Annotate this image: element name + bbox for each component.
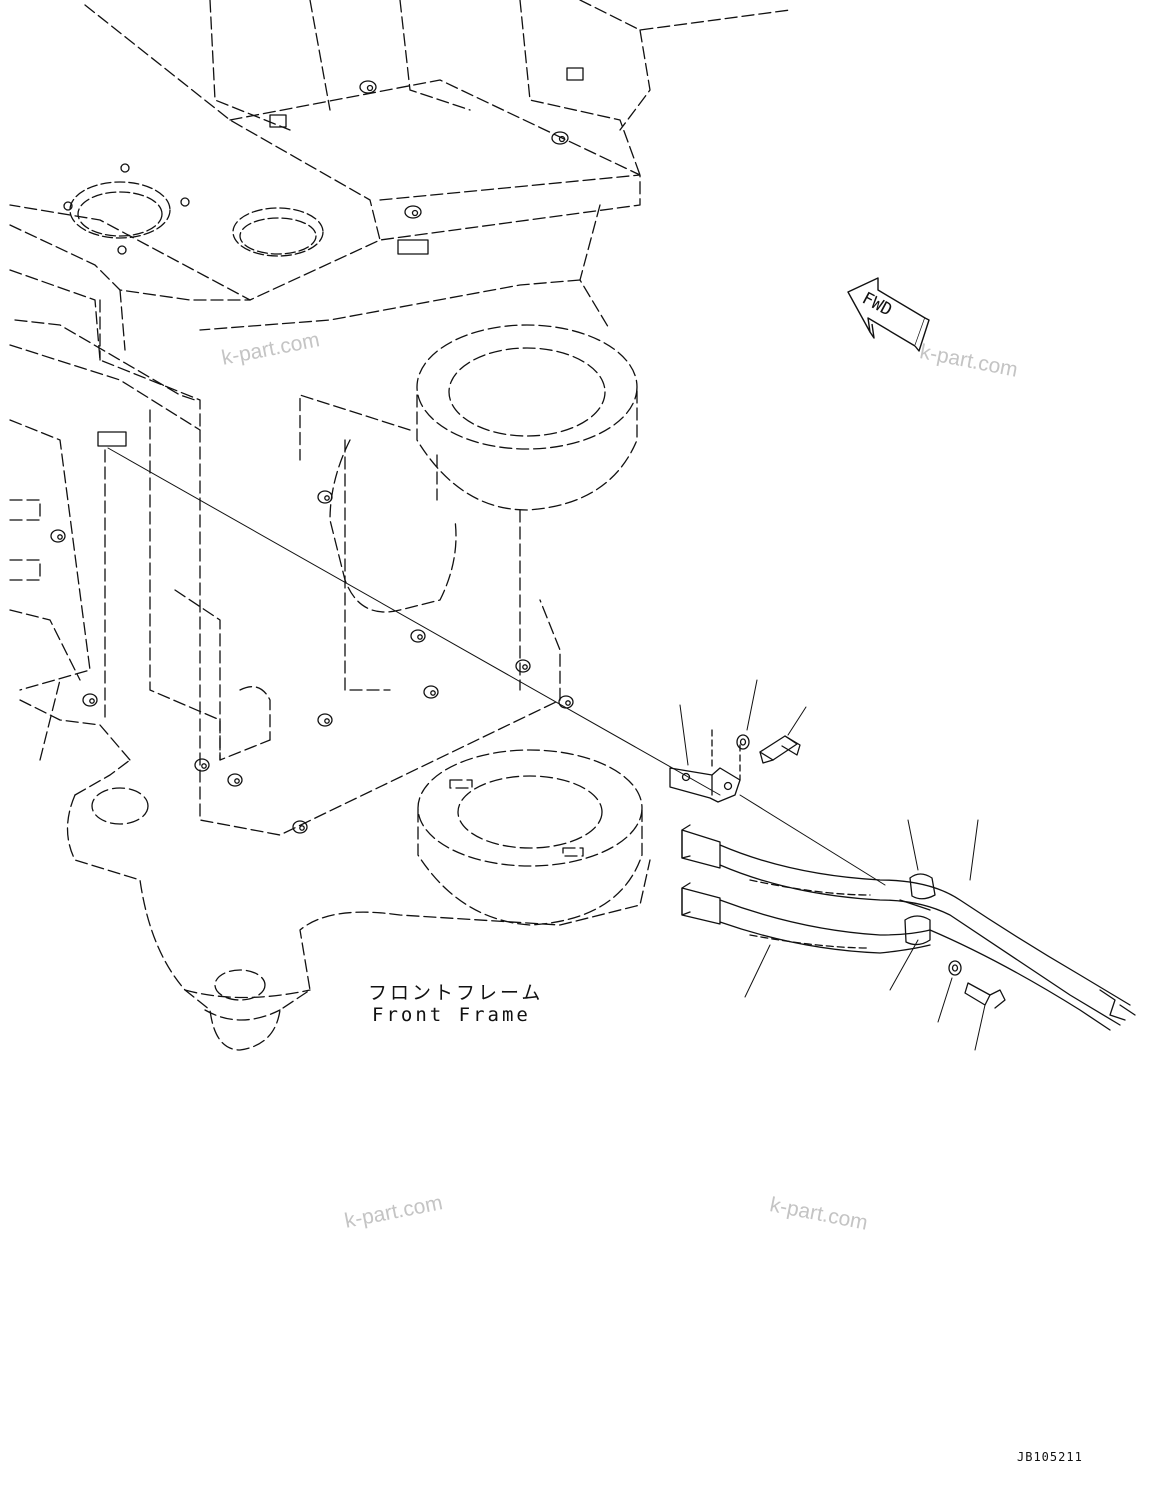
upper-pivot-ring: [299, 324, 638, 691]
frame-label-jp: フロントフレーム: [368, 982, 544, 1004]
upper-frame: [9, 0, 791, 431]
upper-bore-holes: [63, 163, 324, 257]
main-body: [9, 409, 561, 836]
frame-label-en: Front Frame: [372, 1004, 531, 1026]
drawing-code: JB105211: [1017, 1450, 1083, 1464]
hose-lower: [681, 882, 1111, 1031]
bolt-upper: [759, 735, 801, 764]
washer-lower: [948, 960, 962, 976]
leader-lines: [107, 447, 986, 1051]
mounting-bosses: [50, 67, 584, 834]
mounting-bracket: [669, 729, 741, 803]
bottom-plate: [66, 759, 651, 1051]
bolt-lower: [964, 982, 1006, 1009]
hose-upper: [681, 824, 1131, 1026]
lower-pivot-ring: [417, 749, 643, 926]
hose-cut-ends: [1099, 989, 1136, 1021]
hose-clamps: [899, 873, 936, 946]
fwd-arrow-icon: FWD: [847, 277, 930, 352]
washer-upper: [736, 734, 750, 750]
hose-shading: [749, 879, 871, 949]
